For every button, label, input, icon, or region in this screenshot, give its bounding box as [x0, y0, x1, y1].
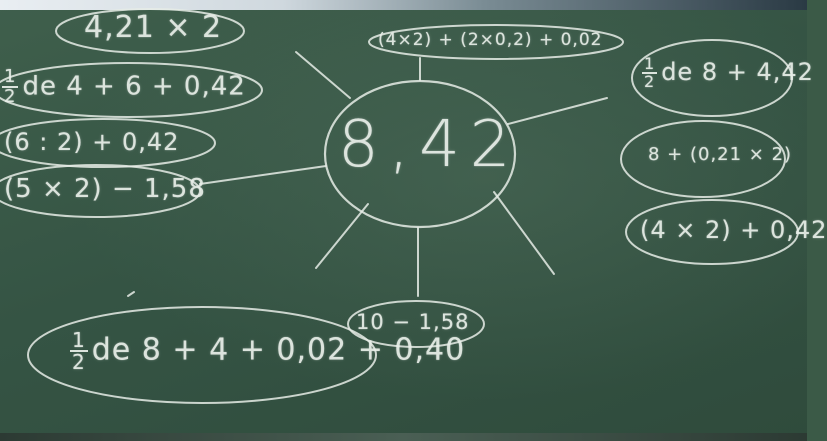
- fraction-half: 1 2: [2, 66, 19, 107]
- expression-3: (6 : 2) + 0,42: [4, 128, 180, 156]
- spoke-bottom-left: [315, 203, 369, 269]
- fraction-denominator: 2: [4, 86, 17, 107]
- expression-10: 1 2 de 8 + 4 + 0,02 + 0,40: [70, 330, 465, 372]
- expression-9: 10 − 1,58: [356, 310, 470, 334]
- ellipse-e10: [27, 306, 377, 404]
- ellipse-e9: [347, 300, 485, 348]
- fraction-numerator: 1: [2, 66, 19, 88]
- fraction-half: 1 2: [642, 54, 658, 91]
- fraction-denominator: 2: [644, 72, 656, 91]
- expression-5: (4×2) + (2×0,2) + 0,02: [378, 30, 603, 50]
- ellipse-e4: [0, 164, 201, 218]
- chalk-mark: [127, 291, 135, 297]
- fraction-half: 1 2: [70, 330, 88, 372]
- ellipse-e7: [620, 120, 786, 198]
- ellipse-e3: [0, 118, 216, 168]
- expression-7: 8 + (0,21 × 2): [648, 144, 793, 165]
- fraction-numerator: 1: [70, 328, 88, 352]
- ellipse-e8: [625, 199, 799, 265]
- ellipse-e2: [0, 62, 263, 118]
- board-bottom-frame: [0, 433, 807, 441]
- spoke-left: [199, 165, 327, 185]
- expression-8: (4 × 2) + 0,42: [640, 216, 827, 244]
- expression-6-rest: de 8 + 4,42: [661, 58, 814, 86]
- expression-2-rest: de 4 + 6 + 0,42: [22, 71, 246, 102]
- spoke-right: [507, 97, 608, 125]
- spoke-bottom-right: [493, 191, 555, 275]
- spoke-top-left: [295, 51, 351, 99]
- ellipse-e6: [631, 39, 793, 117]
- expression-6: 1 2 de 8 + 4,42: [642, 56, 814, 90]
- expression-4: (5 × 2) − 1,58: [4, 174, 206, 204]
- ellipse-e5: [368, 24, 624, 60]
- expression-10-rest: de 8 + 4 + 0,02 + 0,40: [91, 332, 466, 368]
- expression-2: 1 2 de 4 + 6 + 0,42: [2, 68, 246, 106]
- ellipse-e1: [55, 8, 245, 54]
- chalk-drawing: [0, 8, 799, 404]
- fraction-numerator: 1: [642, 54, 658, 74]
- board-top-edge: [0, 0, 807, 10]
- center-number: 8,42: [338, 108, 521, 182]
- fraction-denominator: 2: [72, 350, 86, 374]
- expression-1: 4,21 × 2: [84, 10, 223, 45]
